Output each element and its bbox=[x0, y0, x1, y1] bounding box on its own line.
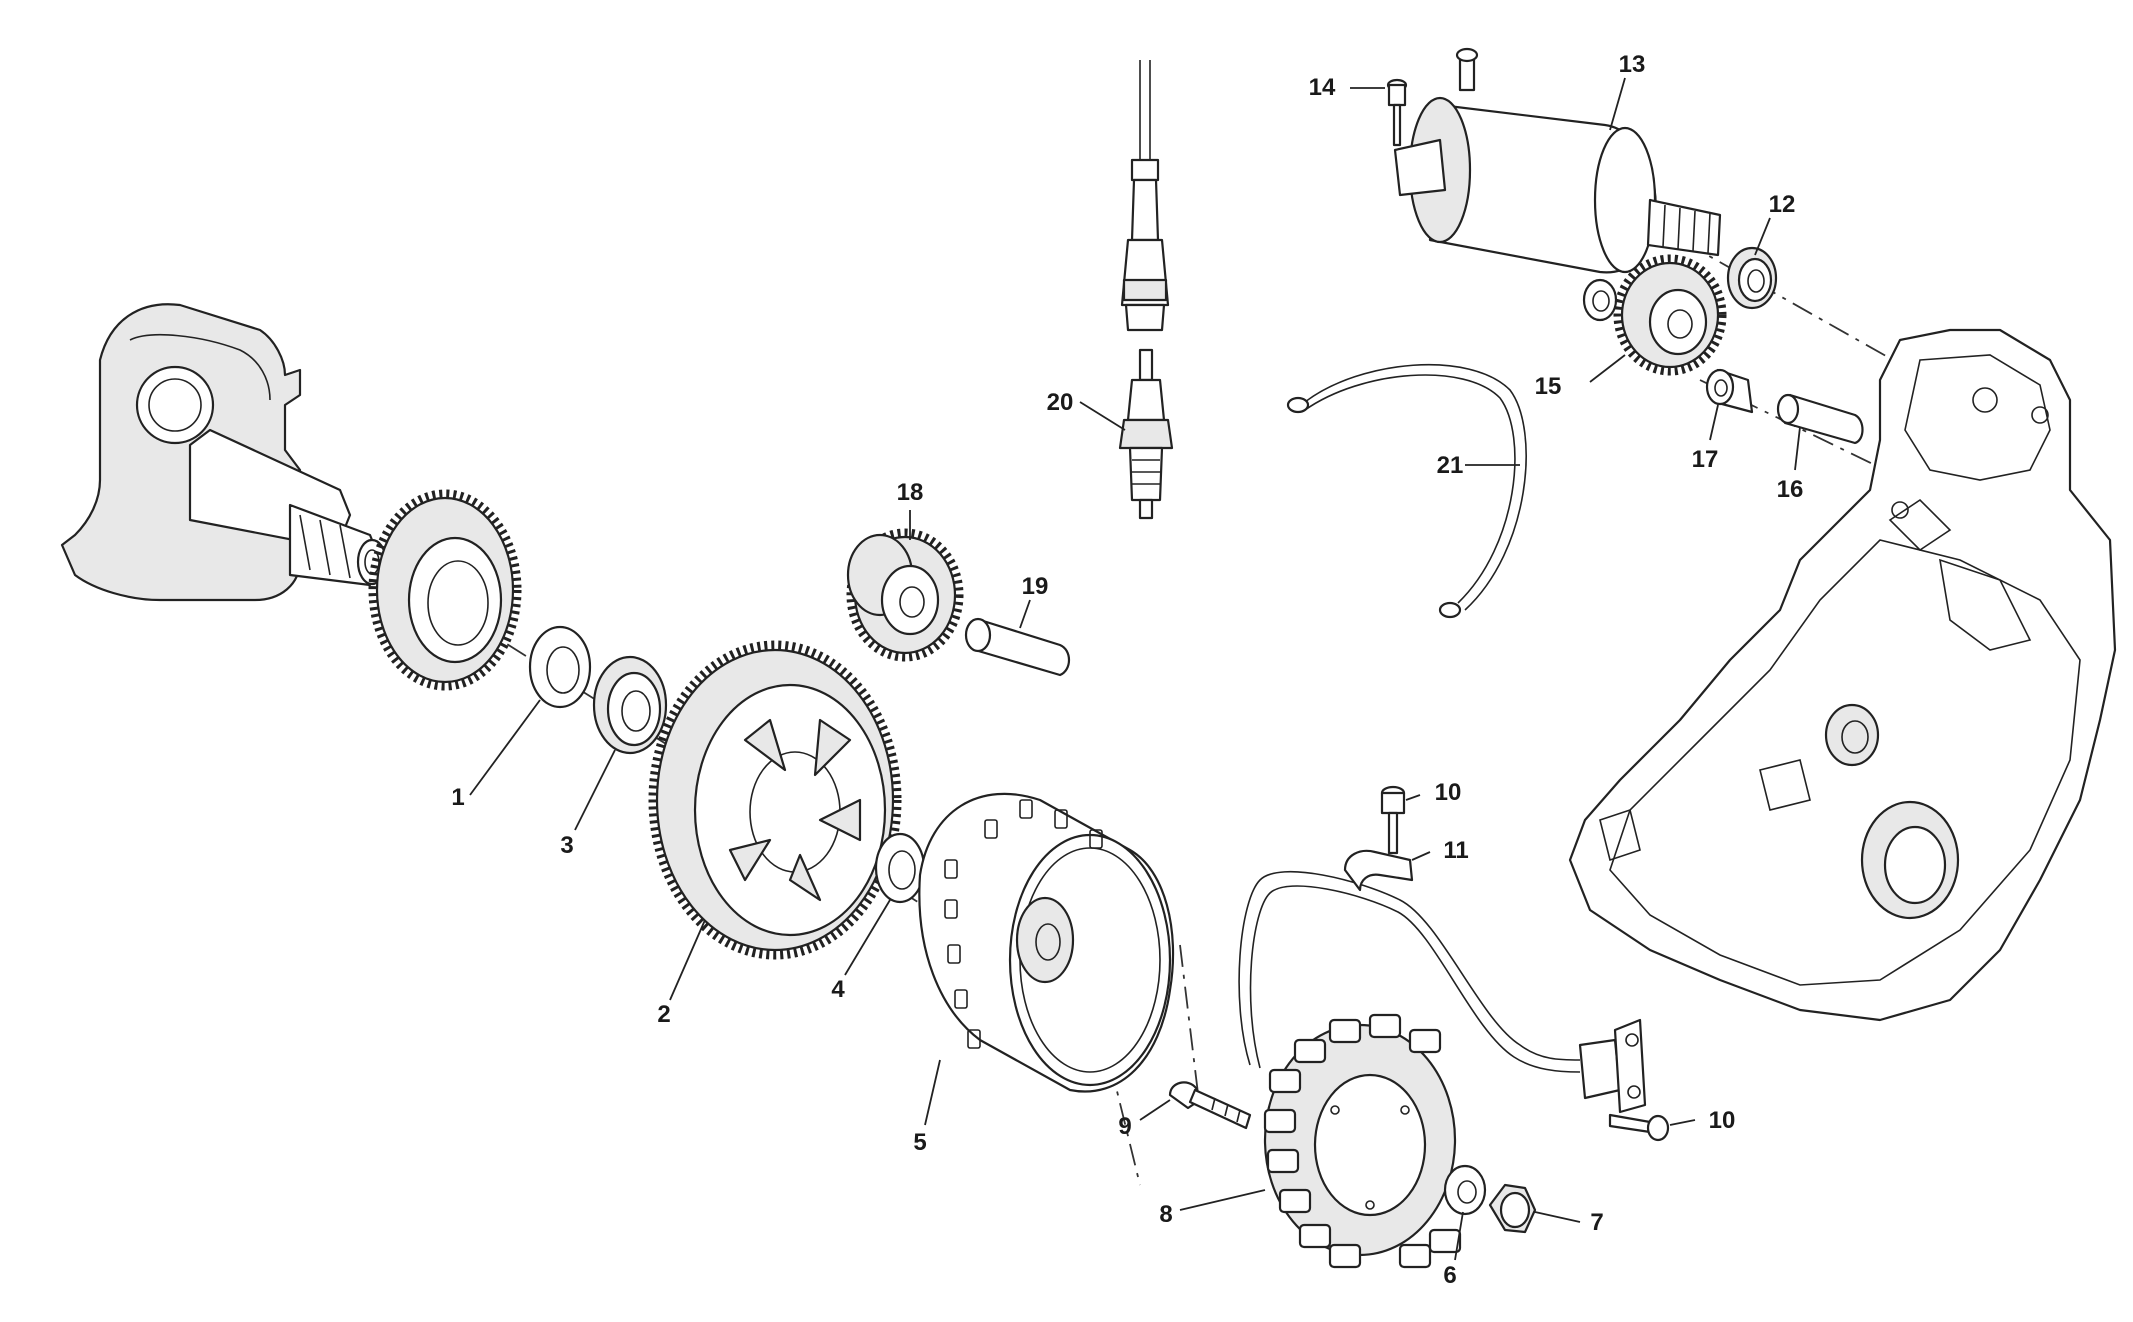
callout-14: 14 bbox=[1309, 74, 1336, 101]
large-gear-part-2 bbox=[648, 640, 902, 960]
callout-10-lower: 10 bbox=[1709, 1107, 1736, 1134]
callout-11: 11 bbox=[1443, 837, 1468, 864]
flywheel-rotor-part-5 bbox=[918, 792, 1175, 1093]
starter-gear-part-15 bbox=[1613, 254, 1727, 376]
callout-12: 12 bbox=[1769, 191, 1796, 218]
callout-4: 4 bbox=[831, 976, 845, 1003]
callout-18: 18 bbox=[897, 479, 924, 506]
callout-6: 6 bbox=[1443, 1262, 1456, 1289]
idler-gear-part-18 bbox=[846, 528, 964, 662]
screw-part-14 bbox=[1386, 78, 1408, 147]
washer-starter-gear bbox=[1582, 278, 1618, 322]
washer-part-4 bbox=[874, 832, 926, 904]
bolt-part-10-lower bbox=[1608, 1113, 1670, 1142]
ground-wire-part-21 bbox=[1286, 363, 1527, 619]
engine-side-cover bbox=[1568, 328, 2117, 1022]
callout-10-upper: 10 bbox=[1435, 779, 1462, 806]
bolt-part-9 bbox=[1168, 1081, 1252, 1130]
callout-8: 8 bbox=[1159, 1201, 1172, 1228]
callout-labels: 1 2 3 4 5 6 7 8 9 10 10 11 12 13 14 15 1… bbox=[451, 51, 1803, 1289]
callout-5: 5 bbox=[913, 1129, 926, 1156]
callout-19: 19 bbox=[1022, 573, 1049, 600]
callout-1: 1 bbox=[451, 784, 464, 811]
callout-13: 13 bbox=[1619, 51, 1646, 78]
ignition-cable bbox=[1120, 60, 1170, 332]
spark-plug-part-20 bbox=[1118, 348, 1174, 520]
callout-2: 2 bbox=[657, 1001, 670, 1028]
callout-7: 7 bbox=[1590, 1209, 1603, 1236]
leader-lines bbox=[469, 77, 1801, 1261]
bushing-part-17 bbox=[1705, 368, 1754, 414]
callout-20: 20 bbox=[1047, 389, 1074, 416]
starter-motor-part-13 bbox=[1393, 47, 1722, 274]
shaft-part-16 bbox=[1776, 393, 1864, 445]
stator-wiring-harness bbox=[1238, 870, 1647, 1114]
callout-15: 15 bbox=[1535, 373, 1562, 400]
bolt-part-10-upper bbox=[1380, 785, 1406, 855]
callout-21: 21 bbox=[1437, 452, 1464, 479]
clamp-part-11 bbox=[1343, 849, 1414, 892]
callout-17: 17 bbox=[1692, 446, 1719, 473]
callout-16: 16 bbox=[1777, 476, 1804, 503]
bearing-part-12 bbox=[1726, 246, 1778, 310]
washer-part-1 bbox=[528, 625, 592, 709]
stator-part-8 bbox=[1263, 1013, 1462, 1269]
washer-part-6 bbox=[1443, 1164, 1487, 1216]
callout-3: 3 bbox=[560, 832, 573, 859]
nut-part-7 bbox=[1488, 1183, 1537, 1234]
callout-9: 9 bbox=[1118, 1113, 1131, 1140]
crankshaft bbox=[60, 303, 388, 602]
shaft-pin-part-19 bbox=[964, 617, 1071, 677]
bearing-part-3 bbox=[592, 655, 668, 755]
crank-gear bbox=[368, 489, 522, 691]
